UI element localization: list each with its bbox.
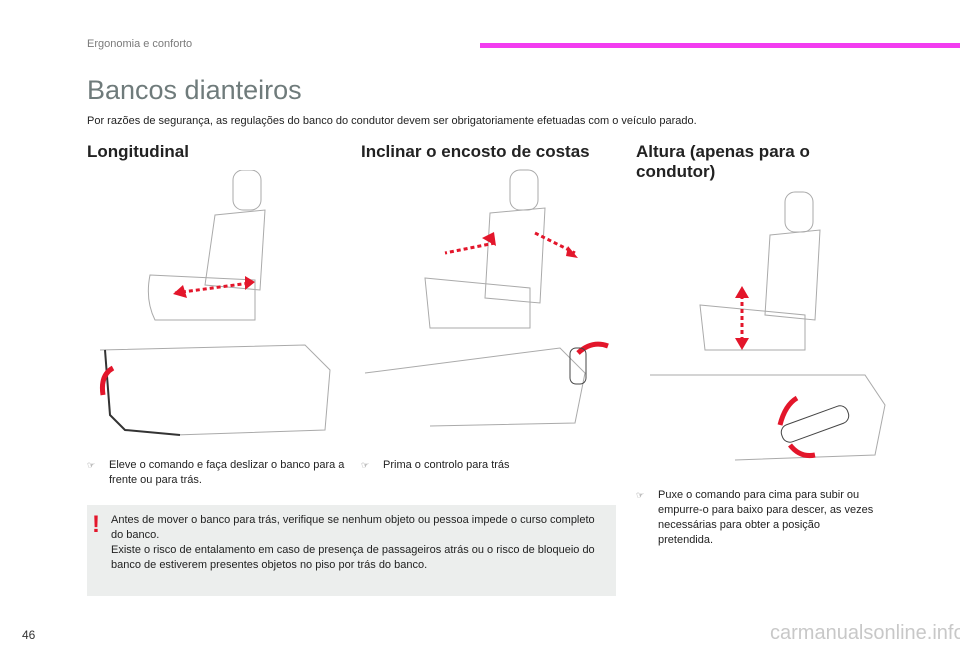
bullet-longitudinal: ☞Eleve o comando e faça deslizar o banco… xyxy=(87,459,345,486)
pointing-hand-icon: ☞ xyxy=(361,460,370,470)
seat-longitudinal-illustration xyxy=(99,170,331,436)
page-title: Bancos dianteiros xyxy=(87,75,302,105)
heading-longitudinal: Longitudinal xyxy=(87,142,189,161)
heading-height: Altura (apenas para o condutor) xyxy=(636,142,810,181)
bullet-recline: ☞Prima o controlo para trás xyxy=(361,459,510,471)
section-label: Ergonomia e conforto xyxy=(87,38,193,50)
section-accent-bar xyxy=(480,43,960,48)
pointing-hand-icon: ☞ xyxy=(636,490,645,500)
seat-height-illustration xyxy=(650,191,886,461)
exclamation-icon: ! xyxy=(92,511,100,538)
pointing-hand-icon: ☞ xyxy=(87,460,96,470)
intro-text: Por razões de segurança, as regulações d… xyxy=(87,115,697,127)
page-number: 46 xyxy=(22,628,36,642)
heading-recline: Inclinar o encosto de costas xyxy=(361,142,590,161)
warning-text-1: Antes de mover o banco para trás, verifi… xyxy=(111,514,595,541)
bullet-height: ☞Puxe o comando para cima para subir ou … xyxy=(636,489,874,546)
warning-text-2: Existe o risco de entalamento em caso de… xyxy=(111,544,595,571)
warning-box: ! Antes de mover o banco para trás, veri… xyxy=(87,505,616,596)
watermark: carmanualsonline.info xyxy=(770,622,960,644)
seat-recline-illustration xyxy=(364,169,609,427)
